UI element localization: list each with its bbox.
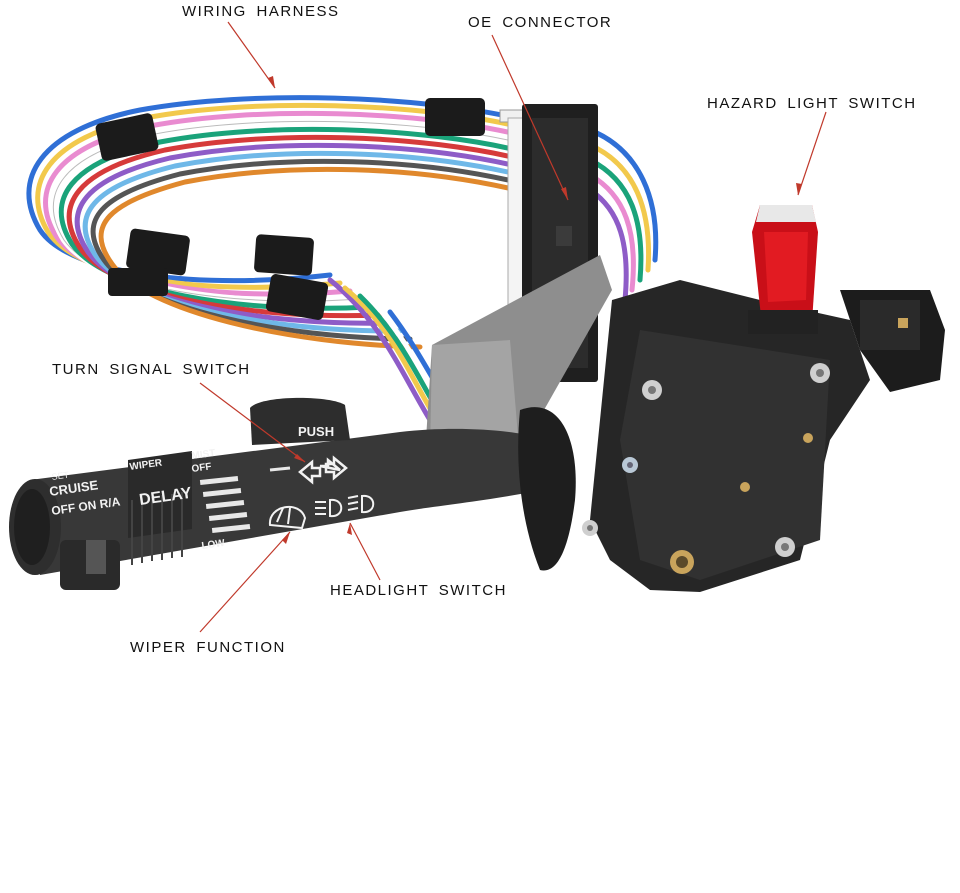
label-headlight-switch: HEADLIGHT SWITCH: [330, 582, 507, 599]
arrowhead-headlight-switch: [347, 523, 352, 535]
pointer-lines: [199, 21, 827, 633]
label-oe-connector: OE CONNECTOR: [468, 14, 613, 31]
lever-wiper-text: WIPER: [129, 457, 164, 473]
arrowhead-hazard-light-switch: [796, 183, 802, 195]
pointer-turn-signal-switch: [199, 382, 306, 463]
wiper-icon: [268, 505, 307, 530]
label-turn-signal-switch: TURN SIGNAL SWITCH: [52, 361, 251, 378]
pointer-oe-connector: [491, 34, 569, 201]
pointer-wiper-function: [199, 531, 291, 633]
arrowhead-turn-signal-switch: [294, 454, 305, 462]
headlight-icon: [315, 494, 375, 518]
lever-cruise-text: CRUISE: [48, 477, 99, 499]
arrowhead-wiring-harness: [268, 76, 275, 88]
lever-mist-text: MIST: [191, 448, 216, 462]
screw-icon: [582, 363, 830, 557]
turn-signal-lever: PUSH SET CRUISE OFF ON R/A WIPER MIST OF…: [9, 397, 576, 590]
lever-push-text: PUSH: [298, 424, 334, 439]
lever-low-text: LOW: [201, 538, 226, 552]
lever-off-text: OFF: [191, 461, 212, 475]
pointer-wiring-harness: [227, 21, 276, 89]
turn-arrow-icon: [298, 455, 348, 485]
switch-housing: [582, 280, 945, 592]
arrowhead-oe-connector: [561, 187, 568, 200]
hazard-button: [748, 205, 818, 334]
label-wiring-harness: WIRING HARNESS: [182, 3, 340, 20]
label-hazard-light-switch: HAZARD LIGHT SWITCH: [707, 95, 917, 112]
pointer-hazard-light-switch: [797, 111, 827, 196]
lever-set-text: SET: [51, 470, 70, 482]
label-wiper-function: WIPER FUNCTION: [130, 639, 286, 656]
wiring-harness: [26, 95, 659, 438]
pointer-headlight-switch: [349, 522, 381, 581]
arrowhead-wiper-function: [282, 532, 290, 544]
